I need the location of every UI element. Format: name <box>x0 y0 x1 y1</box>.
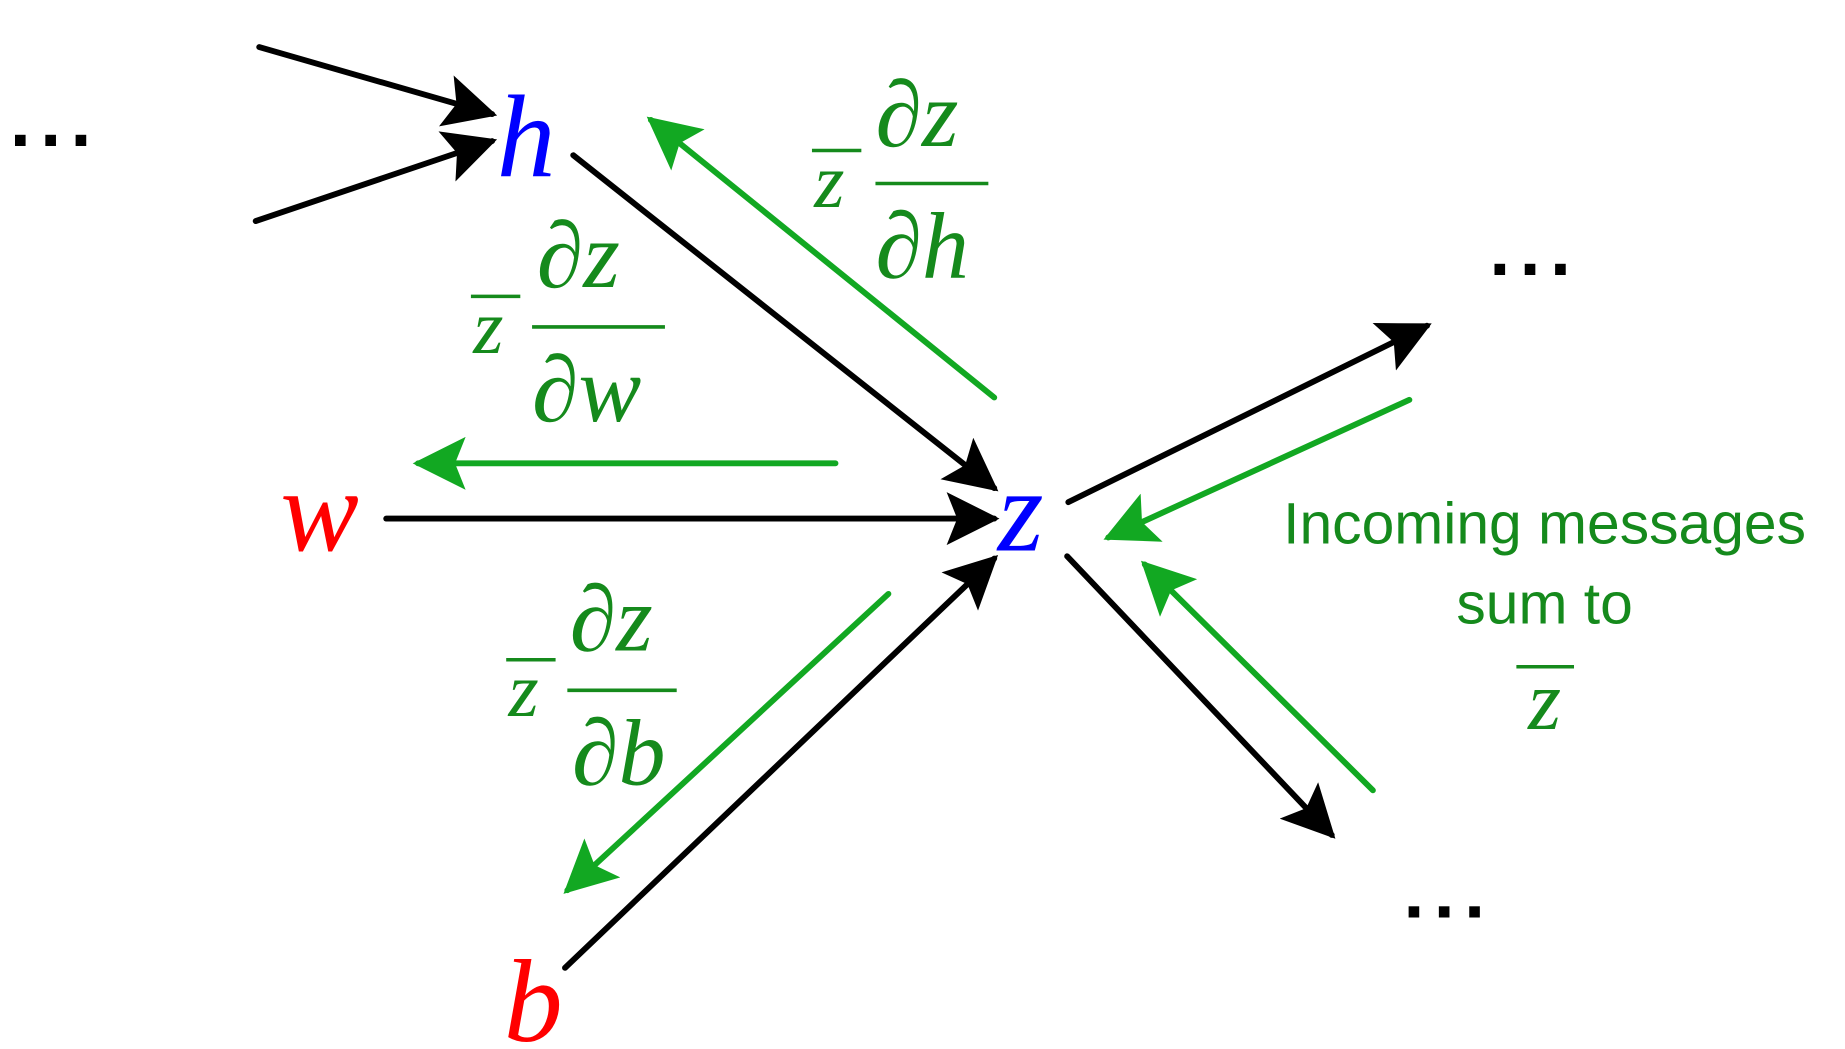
ellipsis-left: ... <box>10 78 101 162</box>
ellipsis-bottom-right: ... <box>1403 849 1494 933</box>
edge-in1-to-h <box>256 44 498 127</box>
annotation-incoming-messages: Incoming messages sum to z <box>1283 491 1806 748</box>
svg-text:z: z <box>508 647 539 733</box>
svg-text:Incoming messages: Incoming messages <box>1283 491 1806 556</box>
svg-text:sum to: sum to <box>1456 571 1632 636</box>
edge-in2-to-h <box>252 131 498 225</box>
svg-text:z: z <box>813 138 844 224</box>
node-b: b <box>504 937 563 1049</box>
message-out2-to-z <box>1141 560 1376 794</box>
label-dz-db: z ∂z ∂b <box>506 567 677 805</box>
svg-text:∂z: ∂z <box>875 63 958 167</box>
svg-text:z: z <box>472 284 503 370</box>
message-z-to-h <box>646 116 998 401</box>
svg-text:∂b: ∂b <box>572 701 666 805</box>
label-dz-dw: z ∂z ∂w <box>470 204 665 442</box>
message-out1-to-z <box>1103 396 1413 542</box>
edge-z-to-out1 <box>1065 322 1432 506</box>
ellipsis-top-right: ... <box>1489 207 1580 291</box>
edge-h-to-z <box>570 152 999 492</box>
message-z-to-b <box>563 590 892 894</box>
node-w: w <box>280 446 358 576</box>
edge-z-to-out2 <box>1064 553 1336 839</box>
svg-text:∂z: ∂z <box>537 204 620 308</box>
svg-text:∂z: ∂z <box>570 567 653 671</box>
edge-b-to-z <box>562 554 999 971</box>
node-z: z <box>996 446 1044 576</box>
node-h: h <box>497 72 556 202</box>
svg-text:z: z <box>1527 655 1561 748</box>
svg-text:∂w: ∂w <box>532 338 641 442</box>
svg-text:∂h: ∂h <box>875 195 969 299</box>
label-dz-dh: z ∂z ∂h <box>811 63 989 299</box>
